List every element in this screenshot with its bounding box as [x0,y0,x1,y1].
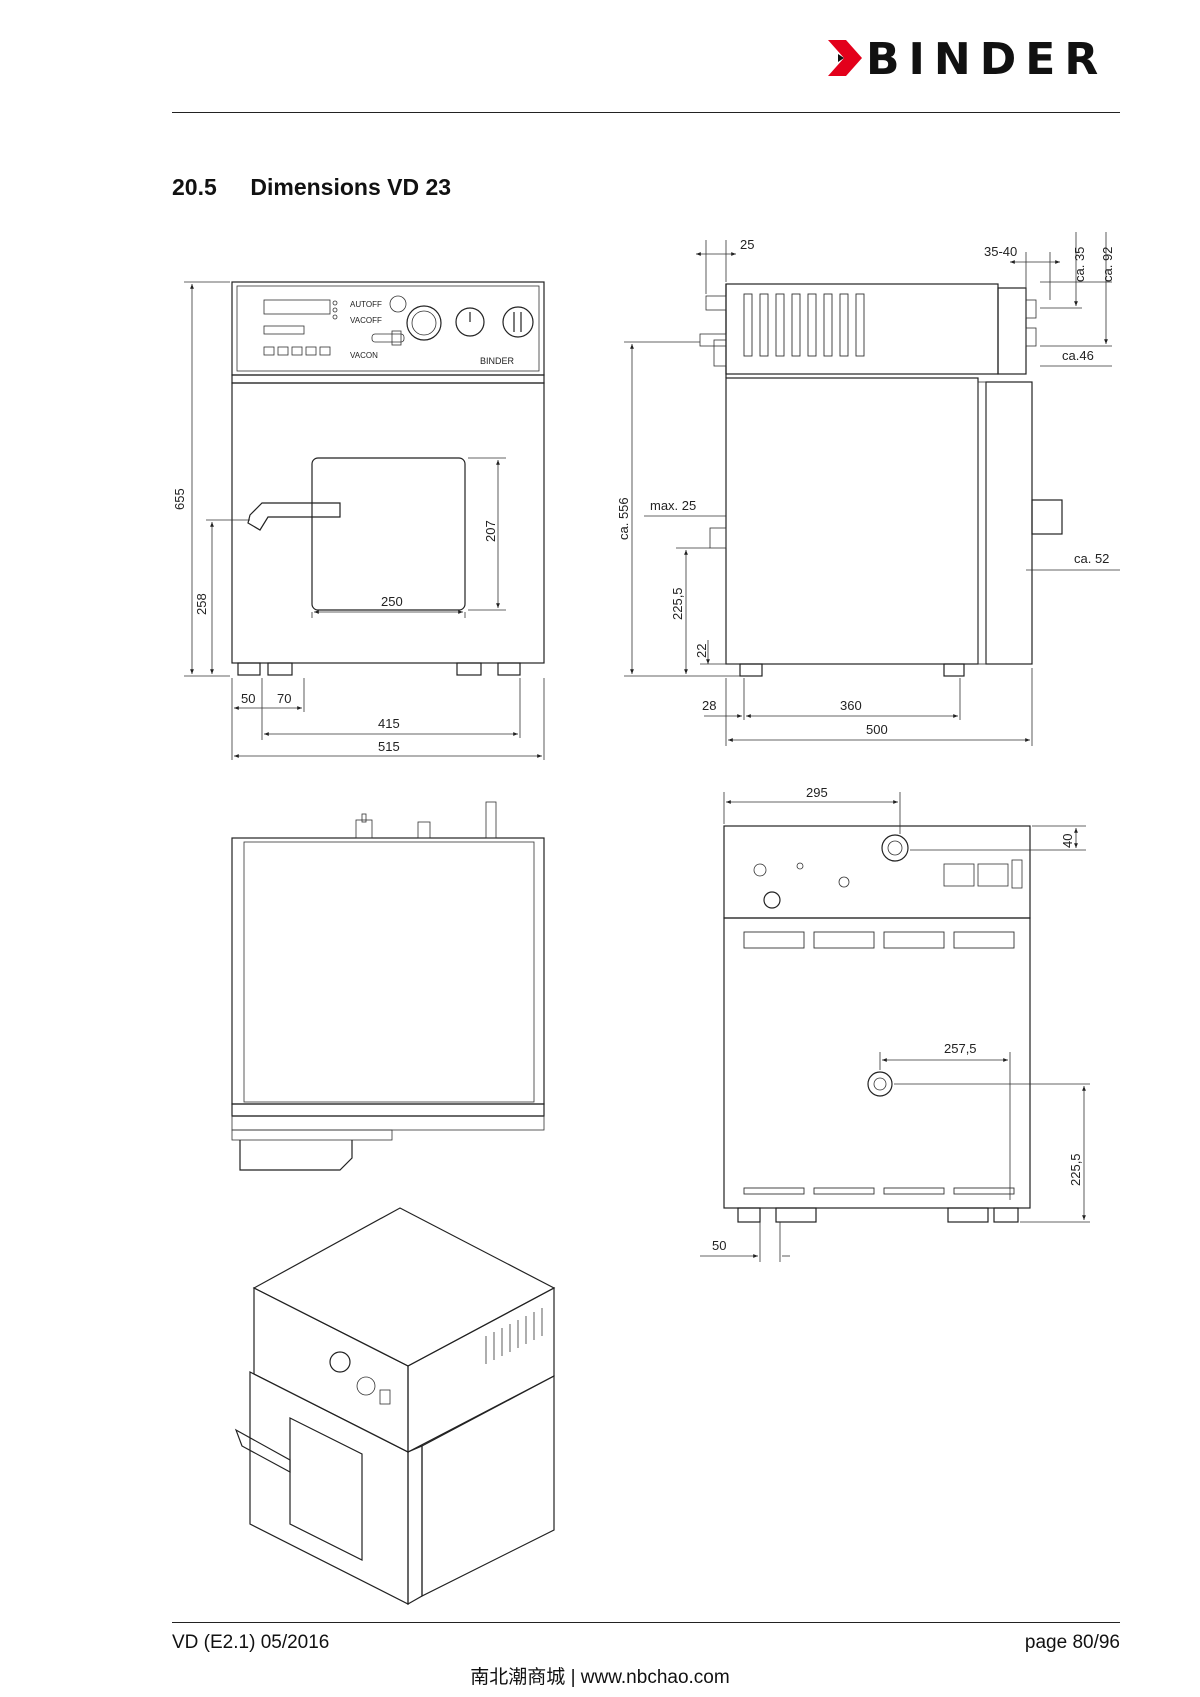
panel-label-vacon: VACON [350,351,378,360]
dim-40: 40 [1060,834,1075,848]
binder-arrow-icon [828,40,862,76]
dim-22: 22 [694,644,709,658]
dim-415: 415 [378,716,400,731]
page-number: page 80/96 [1024,1632,1120,1653]
panel-buttons [263,346,331,356]
rear-dimensions: 295 40 257,5 225,5 50 [700,785,1090,1262]
dim-50: 50 [241,691,255,706]
section-heading: 20.5 Dimensions VD 23 [172,174,451,201]
dim-70: 70 [277,691,291,706]
dim-ca52: ca. 52 [1074,551,1109,566]
binder-logo: BINDER [828,34,1124,85]
watermark-text: 南北潮商城 | www.nbchao.com [470,1667,730,1688]
section-title: Dimensions VD 23 [250,174,452,200]
section-number: 20.5 [172,174,217,200]
dim-ca46: ca.46 [1062,348,1094,363]
dim-max25: max. 25 [650,498,696,513]
dim-207: 207 [483,520,498,542]
dim-250: 250 [381,594,403,609]
dim-515: 515 [378,739,400,754]
panel-label-vacoff: VACOFF [350,316,382,325]
dim-35-40: 35-40 [984,244,1017,259]
dim-28: 28 [702,698,716,713]
side-vents [743,293,865,357]
rear-vents [743,931,1015,1195]
dim-360: 360 [840,698,862,713]
footer-rule [172,1622,1120,1623]
dim-ca556: ca. 556 [616,497,631,540]
top-view [231,801,545,1171]
dim-ca92: ca. 92 [1100,247,1115,282]
dim-225-5-rear: 225,5 [1068,1153,1083,1186]
dim-655: 655 [172,488,187,510]
dim-295: 295 [806,785,828,800]
side-view [699,283,1063,677]
header-rule [172,112,1120,113]
panel-label-autoff: AUTOFF [350,300,382,309]
side-dimensions: 25 35-40 ca. 35 ca. 92 ca.46 ca. 556 max… [616,232,1120,746]
dim-50-rear: 50 [712,1238,726,1253]
document-version: VD (E2.1) 05/2016 [172,1632,330,1653]
brand-name: BINDER [866,34,1108,85]
iso-vents [485,1308,543,1364]
dim-257-5: 257,5 [944,1041,977,1056]
dim-ca35: ca. 35 [1072,247,1087,282]
panel-brand: BINDER [480,356,515,366]
front-dimensions: 655 258 207 250 50 70 415 515 [172,281,545,760]
front-view: AUTOFF VACOFF VACON BINDER [231,281,545,676]
dim-225-5-side: 225,5 [670,587,685,620]
rear-view [723,825,1031,1223]
dim-500: 500 [866,722,888,737]
dim-25-top: 25 [740,237,754,252]
isometric-view [234,1207,556,1606]
dim-258: 258 [194,593,209,615]
